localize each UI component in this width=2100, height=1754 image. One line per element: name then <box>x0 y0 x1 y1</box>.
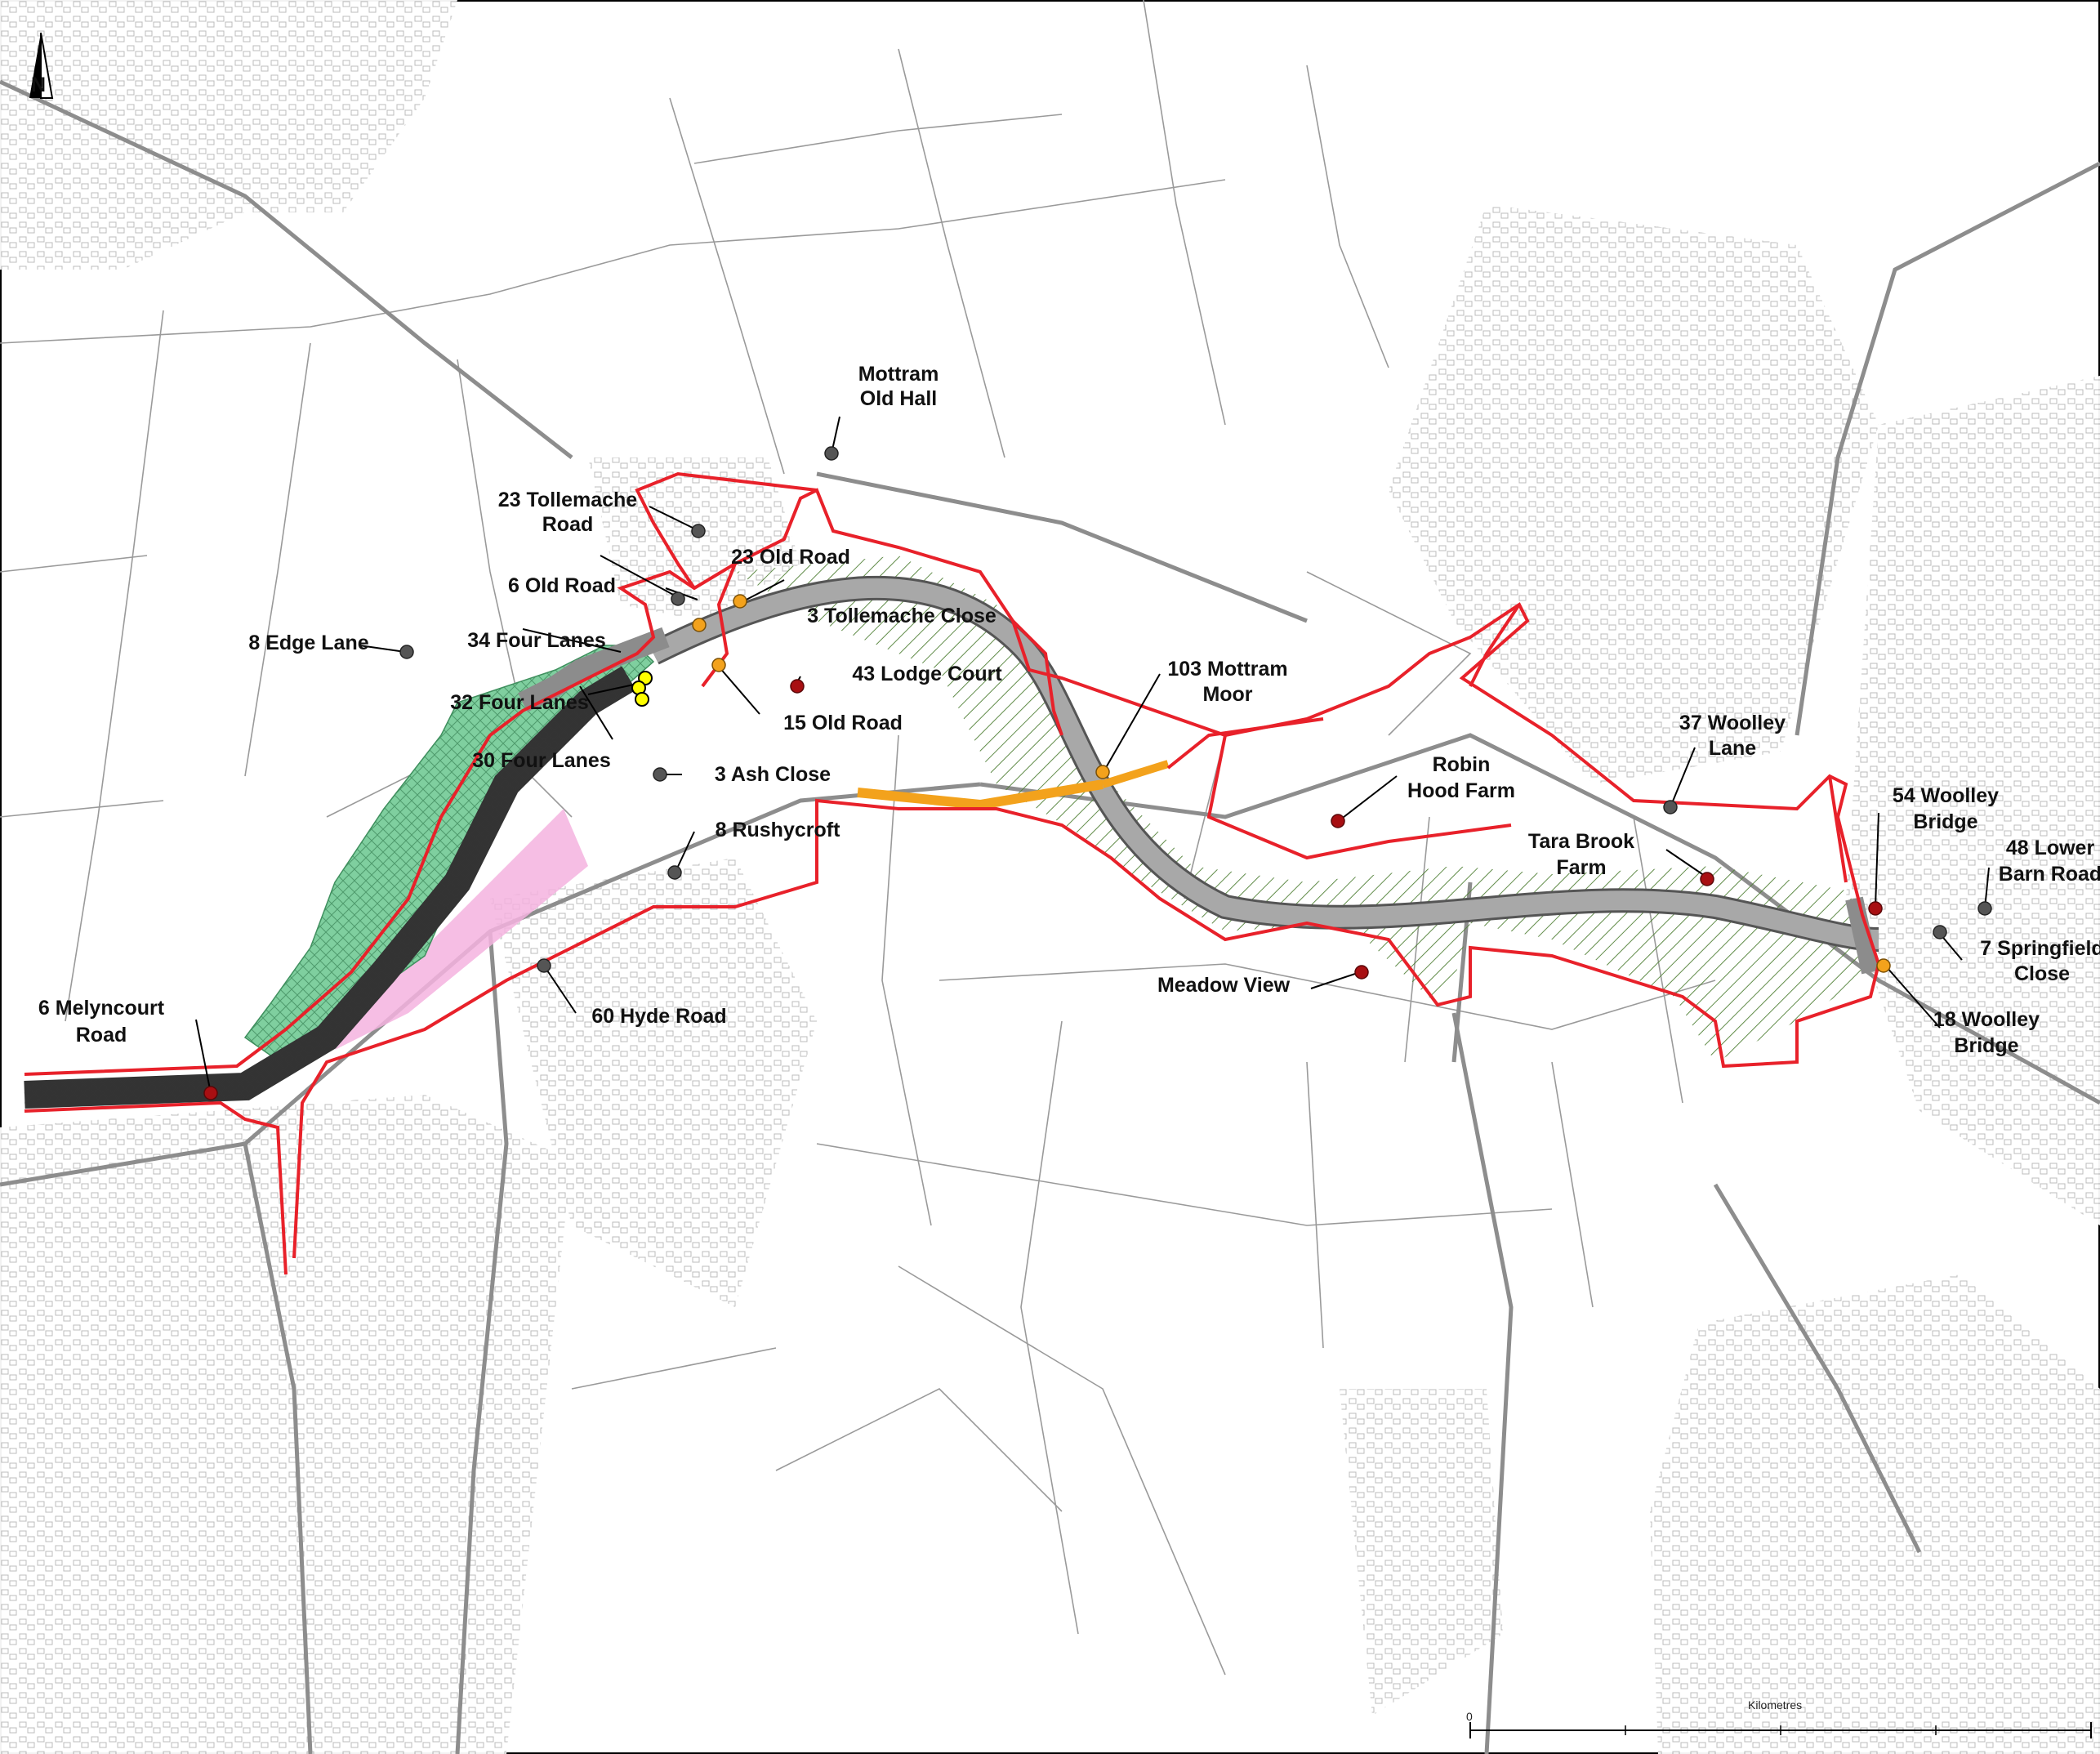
label-103-mottram-moor-2: Moor <box>1202 683 1252 706</box>
marker-23-old-road[interactable] <box>733 594 747 609</box>
marker-3-tollemache-close[interactable] <box>692 618 707 632</box>
scale-bar-unit: Kilometres <box>1748 1698 1802 1712</box>
label-23-old-road: 23 Old Road <box>731 546 850 569</box>
scheme-boundary <box>24 471 1881 1275</box>
label-6-melyncourt-road: 6 Melyncourt <box>38 997 165 1020</box>
label-54-woolley-bridge-2: Bridge <box>1913 810 1977 833</box>
label-robin-hood-farm: Robin <box>1433 753 1491 776</box>
marker-54-woolley-bridge[interactable] <box>1868 901 1883 916</box>
marker-43-lodge-court[interactable] <box>790 679 805 694</box>
scale-bar-zero: 0 <box>1466 1710 1473 1723</box>
label-37-woolley-lane-2: Lane <box>1709 737 1756 760</box>
label-37-woolley-lane: 37 Woolley <box>1679 712 1786 734</box>
label-48-lower-barn-road-2: Barn Road <box>1999 863 2100 886</box>
label-3-ash-close: 3 Ash Close <box>715 763 831 786</box>
hatched-scheme-area <box>735 556 1879 1062</box>
label-6-melyncourt-road-2: Road <box>76 1024 127 1047</box>
label-30-four-lanes: 30 Four Lanes <box>472 749 611 772</box>
marker-23-tollemache-road[interactable] <box>691 524 706 538</box>
marker-15-old-road[interactable] <box>711 658 726 672</box>
label-103-mottram-moor: 103 Mottram <box>1167 658 1287 681</box>
label-23-tollemache-road-2: Road <box>542 513 594 536</box>
marker-37-woolley-lane[interactable] <box>1663 800 1678 815</box>
marker-30-four-lanes[interactable] <box>635 692 649 707</box>
marker-8-rushycroft[interactable] <box>667 865 682 880</box>
marker-robin-hood-farm[interactable] <box>1331 814 1345 828</box>
label-54-woolley-bridge: 54 Woolley <box>1893 784 1999 807</box>
label-23-tollemache-road: 23 Tollemache <box>498 489 638 511</box>
field-boundaries <box>0 0 1716 1676</box>
marker-18-woolley-bridge[interactable] <box>1876 958 1891 973</box>
marker-103-mottram-moor[interactable] <box>1095 765 1110 779</box>
label-18-woolley-bridge: 18 Woolley <box>1933 1008 2040 1031</box>
leader-lines <box>195 416 1990 1094</box>
label-8-edge-lane: 8 Edge Lane <box>248 632 368 654</box>
receptor-labels: Mottram Old Hall 23 Tollemache Road 23 O… <box>38 363 2100 1057</box>
label-3-tollemache-close: 3 Tollemache Close <box>807 605 996 627</box>
label-48-lower-barn-road: 48 Lower <box>2006 837 2095 859</box>
label-7-springfield-close: 7 Springfield <box>1980 937 2100 960</box>
label-tara-brook-farm: Tara Brook <box>1528 830 1634 853</box>
north-arrow: N <box>29 32 54 99</box>
proposed-road <box>518 575 1879 975</box>
label-43-lodge-court: 43 Lodge Court <box>852 663 1002 685</box>
marker-7-springfield-close[interactable] <box>1933 925 1947 939</box>
label-mottram-old-hall-2: Old Hall <box>860 387 937 410</box>
marker-meadow-view[interactable] <box>1354 965 1369 980</box>
crosshatched-road <box>24 666 636 1109</box>
label-tara-brook-farm-2: Farm <box>1556 856 1606 879</box>
label-robin-hood-farm-2: Hood Farm <box>1407 779 1515 802</box>
marker-tara-brook-farm[interactable] <box>1700 872 1714 886</box>
receptor-markers <box>203 446 1992 1100</box>
north-arrow-label: N <box>31 74 46 96</box>
marker-6-melyncourt-road[interactable] <box>203 1086 218 1100</box>
pink-area <box>335 809 588 1050</box>
label-mottram-old-hall: Mottram <box>858 363 939 386</box>
marker-8-edge-lane[interactable] <box>399 645 414 659</box>
label-8-rushycroft: 8 Rushycroft <box>716 819 840 841</box>
label-60-hyde-road: 60 Hyde Road <box>591 1005 726 1028</box>
label-15-old-road: 15 Old Road <box>783 712 903 734</box>
label-32-four-lanes: 32 Four Lanes <box>450 691 589 714</box>
label-7-springfield-close-2: Close <box>2014 962 2070 985</box>
marker-48-lower-barn-road[interactable] <box>1977 901 1992 916</box>
label-18-woolley-bridge-2: Bridge <box>1954 1034 2018 1057</box>
label-6-old-road: 6 Old Road <box>508 574 616 597</box>
marker-60-hyde-road[interactable] <box>537 958 551 973</box>
label-34-four-lanes: 34 Four Lanes <box>467 629 606 652</box>
marker-6-old-road[interactable] <box>671 591 685 606</box>
label-meadow-view: Meadow View <box>1157 974 1291 997</box>
marker-3-ash-close[interactable] <box>653 767 667 782</box>
scale-bar: 0 Kilometres <box>1466 1698 2092 1738</box>
marker-mottram-old-hall[interactable] <box>824 446 839 461</box>
